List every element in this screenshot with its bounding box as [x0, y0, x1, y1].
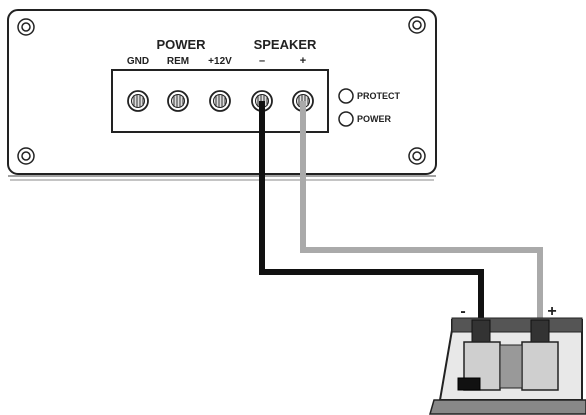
- screw-icon-bottom-left: [17, 147, 35, 165]
- wire-negative: [259, 101, 484, 320]
- power-led-icon: [338, 111, 354, 127]
- terminal-screw-12v: [209, 90, 231, 112]
- speaker-base: [429, 399, 586, 415]
- speaker: - +: [429, 303, 586, 415]
- wire-positive: [300, 101, 543, 320]
- power-group-label: POWER: [156, 37, 206, 52]
- terminal-label-12v: +12V: [208, 56, 232, 67]
- speaker-pos-terminal: [530, 319, 550, 343]
- speaker-neg-terminal: [471, 319, 491, 343]
- terminal-label-speaker-neg: –: [259, 55, 265, 67]
- speaker-cone: [499, 344, 523, 389]
- speaker-connector: [457, 377, 481, 391]
- protect-led-icon: [338, 88, 354, 104]
- speaker-pos-label: +: [547, 303, 556, 320]
- terminal-label-gnd: GND: [127, 56, 149, 67]
- speaker-group-label: SPEAKER: [254, 37, 317, 52]
- terminal-screw-rem: [167, 90, 189, 112]
- screw-icon-bottom-right: [408, 147, 426, 165]
- speaker-neg-label: -: [460, 303, 465, 320]
- power-led-label: POWER: [357, 114, 392, 124]
- protect-led-label: PROTECT: [357, 91, 401, 101]
- screw-icon-top-right: [408, 16, 426, 34]
- speaker-basket-right: [521, 341, 559, 391]
- amplifier: POWER SPEAKER GND REM +12V – +: [7, 9, 437, 181]
- terminal-label-rem: REM: [167, 56, 189, 67]
- terminal-screw-gnd: [127, 90, 149, 112]
- screw-icon-top-left: [17, 18, 35, 36]
- terminal-label-speaker-pos: +: [300, 55, 306, 67]
